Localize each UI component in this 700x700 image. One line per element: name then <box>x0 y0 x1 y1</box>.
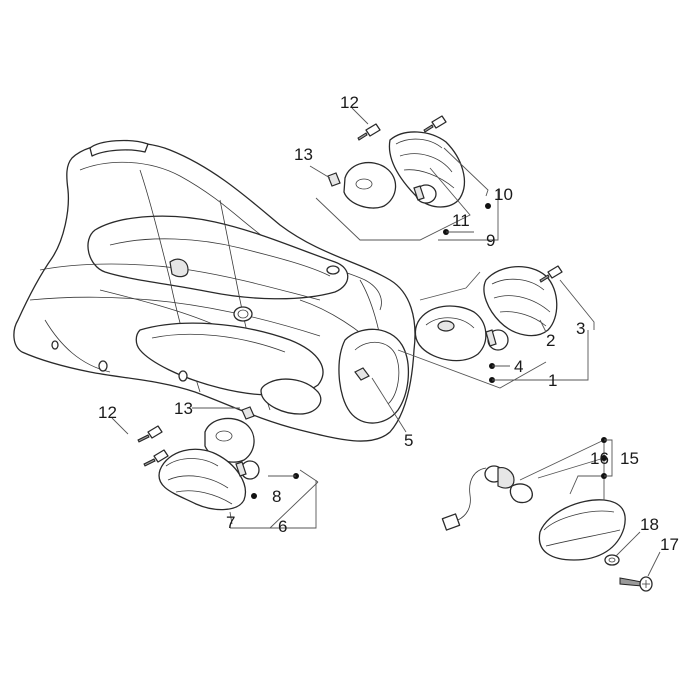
callout-13-top: 13 <box>294 145 313 164</box>
rear-light-group <box>441 439 653 592</box>
right-indicator-group <box>397 265 563 389</box>
top-screw-12 <box>357 123 381 141</box>
callout-8: 8 <box>272 487 281 506</box>
left-screw-lens <box>143 449 169 467</box>
left-lens-7 <box>158 448 246 511</box>
right-screw-3 <box>539 265 563 283</box>
callout-3: 3 <box>576 319 585 338</box>
callout-18: 18 <box>640 515 659 534</box>
callout-6: 6 <box>278 517 287 536</box>
callout-10: 10 <box>494 185 513 204</box>
left-indicator-group <box>137 406 319 529</box>
top-indicator-group <box>315 115 471 241</box>
top-lens-10 <box>388 131 466 208</box>
leader-lines <box>111 107 661 577</box>
top-clip-13 <box>327 172 341 187</box>
callout-15: 15 <box>620 449 639 468</box>
callout-12-left: 12 <box>98 403 117 422</box>
callout-11: 11 <box>452 211 470 230</box>
left-screw-12 <box>137 425 163 443</box>
callout-17: 17 <box>660 535 679 554</box>
top-screw-lens <box>423 115 447 133</box>
callout-12-top: 12 <box>340 93 359 112</box>
rear-screw-17 <box>619 576 653 592</box>
rear-washer-18 <box>604 554 620 566</box>
callout-2: 2 <box>546 331 555 350</box>
callout-5: 5 <box>404 431 413 450</box>
rear-bulb-16 <box>509 483 533 504</box>
callout-1: 1 <box>548 371 557 390</box>
callout-13-left: 13 <box>174 399 193 418</box>
callout-labels: 12 13 10 11 9 3 2 4 1 5 12 13 8 7 6 16 1… <box>98 93 679 554</box>
rear-wire-harness <box>441 467 487 531</box>
right-housing <box>414 305 487 362</box>
callout-7: 7 <box>226 513 235 532</box>
rear-lens <box>538 499 626 561</box>
top-bracket-13 <box>343 161 397 209</box>
callout-4: 4 <box>514 357 523 376</box>
callout-9: 9 <box>486 231 495 250</box>
front-shield-body <box>13 139 416 442</box>
right-lens-2 <box>483 265 558 337</box>
callout-16: 16 <box>590 449 609 468</box>
